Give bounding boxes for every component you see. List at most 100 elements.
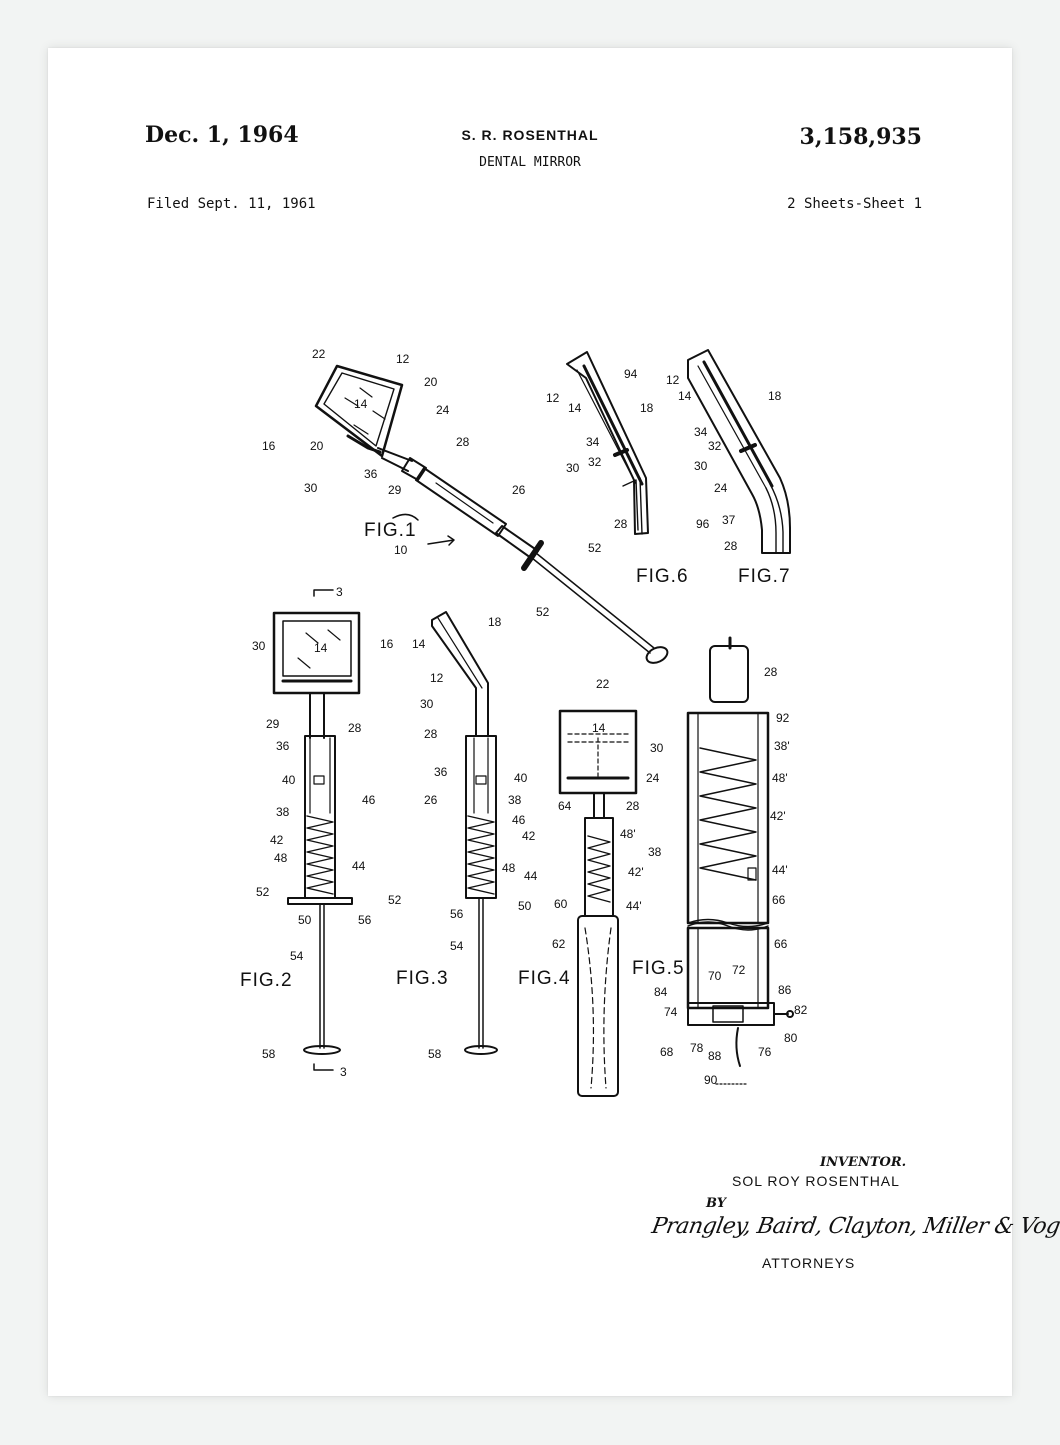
- ref-fig5-78: 78: [690, 1041, 704, 1055]
- ref-fig1-26: 26: [512, 483, 526, 497]
- ref-fig6-28: 28: [614, 517, 628, 531]
- ref-fig1-20: 20: [424, 375, 438, 389]
- patent-title: DENTAL MIRROR: [479, 155, 581, 170]
- ref-fig4-28: 28: [626, 799, 640, 813]
- ref-fig7-28: 28: [724, 539, 738, 553]
- ref-fig2-58: 58: [262, 1047, 276, 1061]
- ref-fig3-50: 50: [518, 899, 532, 913]
- ref-fig4-38: 38: [648, 845, 662, 859]
- ref-fig5-92: 92: [776, 711, 790, 725]
- ref-fig2-30: 30: [252, 639, 266, 653]
- ref-fig2-36: 36: [276, 739, 290, 753]
- ref-fig6-30: 30: [566, 461, 580, 475]
- ref-fig1-29: 29: [388, 483, 402, 497]
- fig3-drawing: [431, 611, 498, 1055]
- ref-fig1-16: 16: [262, 439, 276, 453]
- patent-sheet: Dec. 1, 1964 S. R. ROSENTHAL DENTAL MIRR…: [48, 48, 1060, 1396]
- ref-fig6-94: 94: [624, 367, 638, 381]
- ref-fig3-38: 38: [508, 793, 522, 807]
- by-label: BY: [706, 1196, 727, 1211]
- ref-fig5-88: 88: [708, 1049, 722, 1063]
- ref-fig2-52b: 52: [388, 893, 402, 907]
- ref-fig3-26: 26: [424, 793, 438, 807]
- ref-fig2-48: 48: [274, 851, 288, 865]
- ref-fig6-34: 34: [586, 435, 600, 449]
- ref-fig4-14: 14: [592, 721, 606, 735]
- fig4-label: FIG.4: [518, 968, 571, 989]
- ref-fig7-37: 37: [722, 513, 736, 527]
- ref-fig2-40: 40: [282, 773, 296, 787]
- ref-fig3-42: 42: [522, 829, 536, 843]
- ref-fig1-20b: 20: [310, 439, 324, 453]
- ref-fig2-54: 54: [290, 949, 304, 963]
- ref-fig5-38p: 38': [774, 739, 790, 753]
- ref-fig1-12: 12: [396, 352, 410, 366]
- ref-fig3-36: 36: [434, 765, 448, 779]
- ref-fig4-24: 24: [646, 771, 660, 785]
- ref-fig5-66b: 66: [774, 937, 788, 951]
- ref-fig4-60: 60: [554, 897, 568, 911]
- ref-fig2-3a: 3: [336, 585, 343, 599]
- attorneys-label: ATTORNEYS: [762, 1255, 856, 1271]
- ref-fig1-14: 14: [354, 397, 368, 411]
- ref-fig4-64: 64: [558, 799, 572, 813]
- ref-fig5-82: 82: [794, 1003, 808, 1017]
- ref-fig5-76: 76: [758, 1045, 772, 1059]
- fig7-label: FIG.7: [738, 566, 791, 587]
- ref-fig3-54: 54: [450, 939, 464, 953]
- fig4-drawing: [558, 709, 638, 1097]
- ref-fig5-28: 28: [764, 665, 778, 679]
- fig5-label: FIG.5: [632, 958, 685, 979]
- ref-fig5-48p: 48': [772, 771, 788, 785]
- fig1-drawing: [314, 364, 669, 664]
- ref-fig5-74: 74: [664, 1005, 678, 1019]
- ref-fig5-66a: 66: [772, 893, 786, 907]
- fig6-drawing: [566, 351, 649, 535]
- fig1-label: FIG.1: [364, 520, 417, 541]
- ref-fig5-84: 84: [654, 985, 668, 999]
- ref-fig7-30: 30: [694, 459, 708, 473]
- ref-fig6-96: 96: [696, 517, 710, 531]
- ref-fig7-32: 32: [708, 439, 722, 453]
- ref-fig5-90: 90: [704, 1073, 718, 1087]
- fig6-label: FIG.6: [636, 566, 689, 587]
- ref-fig3-44: 44: [524, 869, 538, 883]
- ref-fig5-86: 86: [778, 983, 792, 997]
- patent-drawings: 22 12 20 14 24 16 20 28 30 36 29 26 10 5…: [240, 347, 808, 1097]
- ref-fig5-44p: 44': [772, 863, 788, 877]
- ref-fig5-72: 72: [732, 963, 746, 977]
- ref-fig3-48: 48: [502, 861, 516, 875]
- ref-fig2-16: 16: [380, 637, 394, 651]
- patent-date: Dec. 1, 1964: [145, 122, 299, 148]
- filed-date: Filed Sept. 11, 1961: [147, 196, 316, 212]
- ref-fig5-68: 68: [660, 1045, 674, 1059]
- ref-fig3-56: 56: [450, 907, 464, 921]
- ref-fig4-22: 22: [596, 677, 610, 691]
- ref-fig3-12: 12: [430, 671, 444, 685]
- ref-fig2-46: 46: [362, 793, 376, 807]
- ref-fig2-28: 28: [348, 721, 362, 735]
- ref-fig6-14: 14: [568, 401, 582, 415]
- inventor-name: SOL ROY ROSENTHAL: [732, 1173, 900, 1189]
- ref-fig1-24: 24: [436, 403, 450, 417]
- inventor-short-name: S. R. ROSENTHAL: [461, 127, 599, 143]
- ref-fig4-44p: 44': [626, 899, 642, 913]
- ref-fig2-38: 38: [276, 805, 290, 819]
- ref-fig3-28: 28: [424, 727, 438, 741]
- ref-fig2-14: 14: [314, 641, 328, 655]
- ref-fig3-18: 18: [488, 615, 502, 629]
- ref-fig3-46: 46: [512, 813, 526, 827]
- attorney-signature: Prangley, Baird, Clayton, Miller & Vogel: [649, 1214, 1060, 1239]
- fig7-drawing: [687, 349, 791, 554]
- fig3-label: FIG.3: [396, 968, 449, 989]
- ref-fig1-22: 22: [312, 347, 326, 361]
- ref-fig2-3b: 3: [340, 1065, 347, 1079]
- ref-fig1-10: 10: [394, 543, 408, 557]
- ref-fig1-52b: 52: [536, 605, 550, 619]
- ref-fig1-28: 28: [456, 435, 470, 449]
- ref-fig2-56: 56: [358, 913, 372, 927]
- ref-fig5-70: 70: [708, 969, 722, 983]
- ref-fig6-18: 18: [640, 401, 654, 415]
- ref-fig5-80: 80: [784, 1031, 798, 1045]
- ref-fig4-42p: 42': [628, 865, 644, 879]
